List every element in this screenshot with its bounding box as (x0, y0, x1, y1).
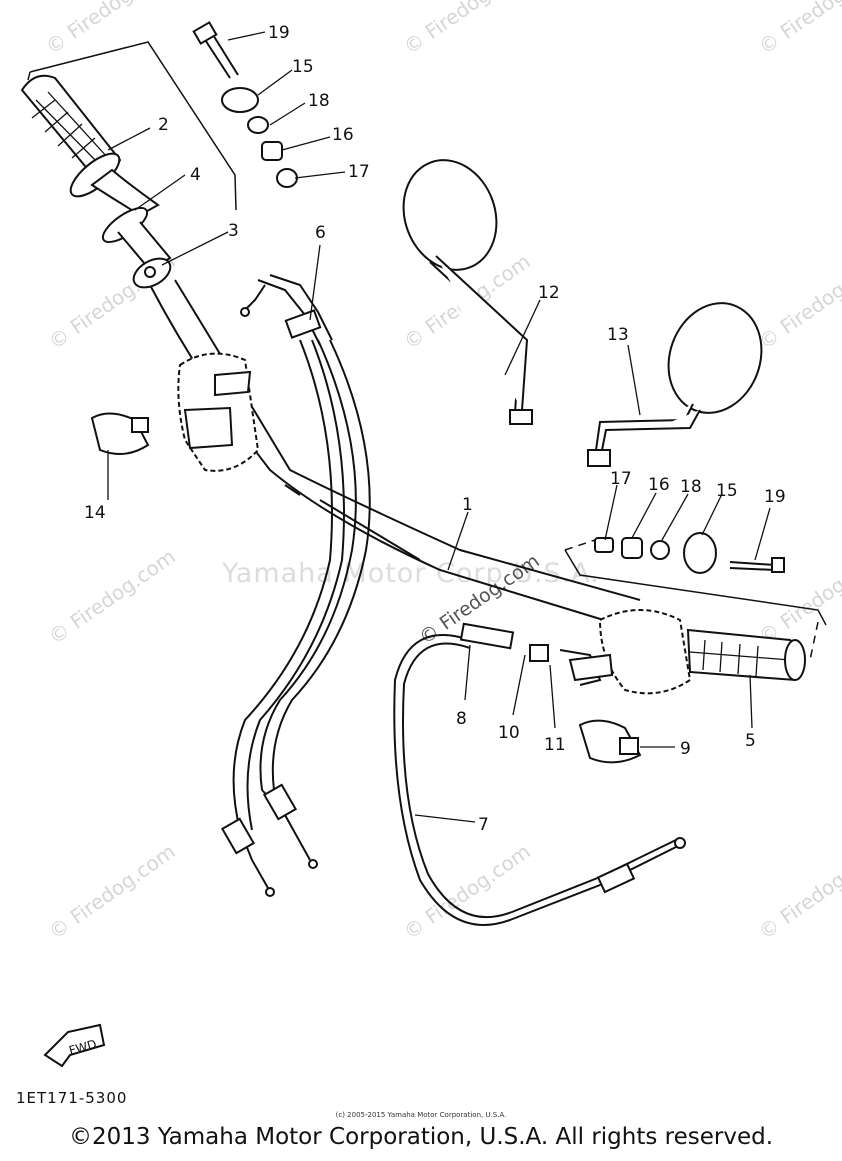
callout: 3 (228, 221, 239, 241)
left-grip (20, 74, 160, 217)
watermark: © Firedog.com (44, 839, 180, 944)
handlebar (149, 279, 641, 626)
callout: 8 (456, 709, 467, 729)
watermark-center: Yamaha Motor Corp U.S.A. (221, 558, 600, 589)
watermark: © Firedog.com (399, 0, 535, 59)
watermark-grid: © Firedog.com © Firedog.com © Firedog.co… (41, 0, 842, 944)
fwd-arrow-icon: FWD (43, 1023, 106, 1068)
mirror-hardware-right (594, 532, 785, 574)
callout: 19 (764, 487, 786, 507)
diagram-code: 1ET171-5300 (16, 1089, 128, 1107)
callout: 19 (268, 23, 290, 43)
callout: 4 (190, 165, 201, 185)
leader-lines (107, 31, 771, 823)
callout: 15 (292, 57, 314, 77)
right-assembly-bracket (564, 539, 827, 661)
right-lever-holder (568, 609, 692, 695)
watermark: © Firedog.com (399, 839, 535, 944)
callout: 17 (610, 469, 632, 489)
left-assembly-bracket (27, 41, 237, 211)
clutch-cable-fittings (596, 837, 686, 894)
left-mirror (402, 159, 533, 425)
callout: 2 (158, 115, 169, 135)
watermark: © Firedog.com (754, 0, 842, 59)
callout: 15 (716, 481, 738, 501)
callout: 14 (84, 503, 106, 523)
right-grip (686, 628, 806, 682)
watermark: © Firedog.com (754, 249, 842, 354)
left-switch-housing (177, 352, 260, 472)
small-copyright-note: (c) 2005-2015 Yamaha Motor Corporation, … (335, 1111, 507, 1119)
callout: 1 (462, 495, 473, 515)
callout: 12 (538, 283, 560, 303)
callout: 7 (478, 815, 489, 835)
cable-fittings (220, 307, 322, 897)
grip-holder (132, 257, 172, 289)
callout: 18 (308, 91, 330, 111)
switch-right (578, 719, 642, 764)
watermark: © Firedog.com (41, 0, 177, 59)
callout: 11 (544, 735, 566, 755)
switch-left (90, 412, 150, 455)
mirror-hardware-left (192, 21, 298, 188)
callout: 9 (680, 739, 691, 759)
callout-labels: 19 15 18 16 17 2 4 3 6 12 13 14 1 17 16 … (84, 23, 786, 835)
watermark: © Firedog.com (754, 839, 842, 944)
clutch-cable (393, 634, 681, 926)
right-mirror (587, 302, 763, 467)
callout: 10 (498, 723, 520, 743)
callout: 16 (332, 125, 354, 145)
callout: 18 (680, 477, 702, 497)
callout: 13 (607, 325, 629, 345)
copyright-line: ©2013 Yamaha Motor Corporation, U.S.A. A… (68, 1124, 774, 1150)
callout: 6 (315, 223, 326, 243)
watermark: © Firedog.com (754, 544, 842, 649)
callout: 16 (648, 475, 670, 495)
callout: 5 (745, 731, 756, 751)
callout: 17 (348, 162, 370, 182)
watermark: © Firedog.com (44, 544, 180, 649)
